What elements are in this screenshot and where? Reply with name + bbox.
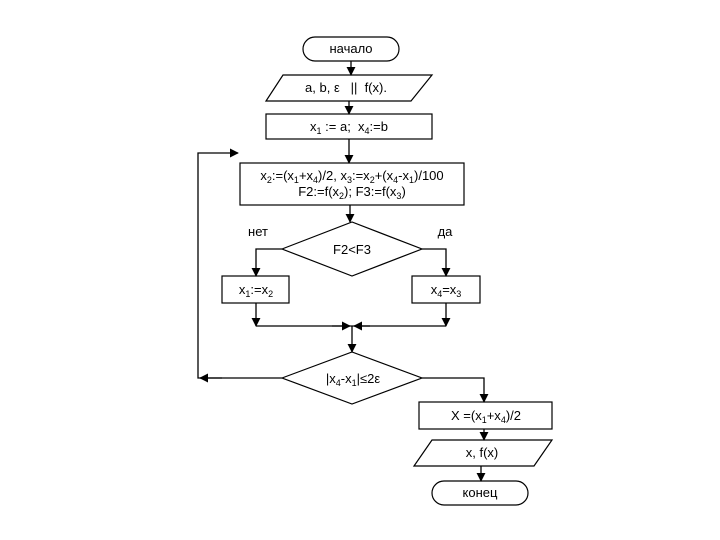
result-label: X =(x1+x4)/2 (451, 408, 521, 425)
start-label: начало (329, 41, 372, 56)
end-label: конец (463, 485, 498, 500)
arrow-exit-branch (422, 377, 489, 403)
result-process (418, 401, 553, 430)
decision2-label: |x4-x1|≤2ε (326, 371, 381, 388)
decision1-label: F2<F3 (333, 242, 371, 257)
assign-right-label: x4=x3 (431, 282, 462, 299)
arrow-yes-branch (422, 248, 451, 277)
compute-line-2: F2:=f(x2); F3:=f(x3) (298, 184, 406, 201)
output-label: x, f(x) (466, 445, 499, 460)
yes-label: да (438, 224, 454, 239)
input-label: a, b, ε || f(x). (305, 80, 387, 95)
input-parallelogram (264, 74, 434, 102)
output-parallelogram (412, 439, 554, 467)
no-label: нет (248, 224, 268, 239)
assign-left-label: x1:=x2 (239, 282, 273, 299)
init-label: x1 := a; x4:=b (310, 119, 388, 136)
compute-line-1: x2:=(x1+x4)/2, x3:=x2+(x4-x1)/100 (260, 168, 443, 185)
arrow-no-branch (251, 248, 282, 277)
loop-back-line (197, 148, 282, 379)
assign-right-process (411, 275, 481, 304)
